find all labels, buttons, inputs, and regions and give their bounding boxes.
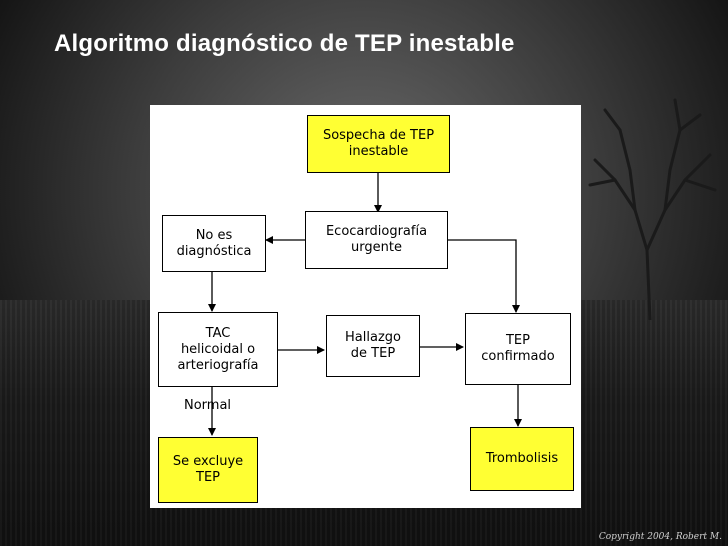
arrow-eco-confirmado bbox=[448, 239, 520, 313]
node-trombolisis: Trombolisis bbox=[470, 427, 574, 491]
tree-silhouette-icon bbox=[588, 98, 717, 320]
flowchart-arrows bbox=[208, 173, 522, 436]
node-tep-confirmado: TEP confirmado bbox=[465, 313, 571, 385]
copyright-text: Copyright 2004, Robert M. bbox=[598, 532, 722, 542]
edge-label-normal: Normal bbox=[184, 398, 232, 413]
node-no-diagnostica: No es diagnóstica bbox=[162, 215, 266, 272]
node-tac-helicoidal: TAC helicoidal o arteriografía bbox=[158, 312, 278, 387]
node-se-excluye-tep: Se excluye TEP bbox=[158, 437, 258, 503]
flowchart: Sospecha de TEP inestable Ecocardiografí… bbox=[150, 105, 581, 508]
node-ecocardiografia: Ecocardiografía urgente bbox=[305, 211, 448, 269]
slide-title: Algoritmo diagnóstico de TEP inestable bbox=[54, 30, 515, 57]
node-sospecha-tep: Sospecha de TEP inestable bbox=[307, 115, 450, 173]
node-hallazgo-tep: Hallazgo de TEP bbox=[326, 315, 420, 377]
